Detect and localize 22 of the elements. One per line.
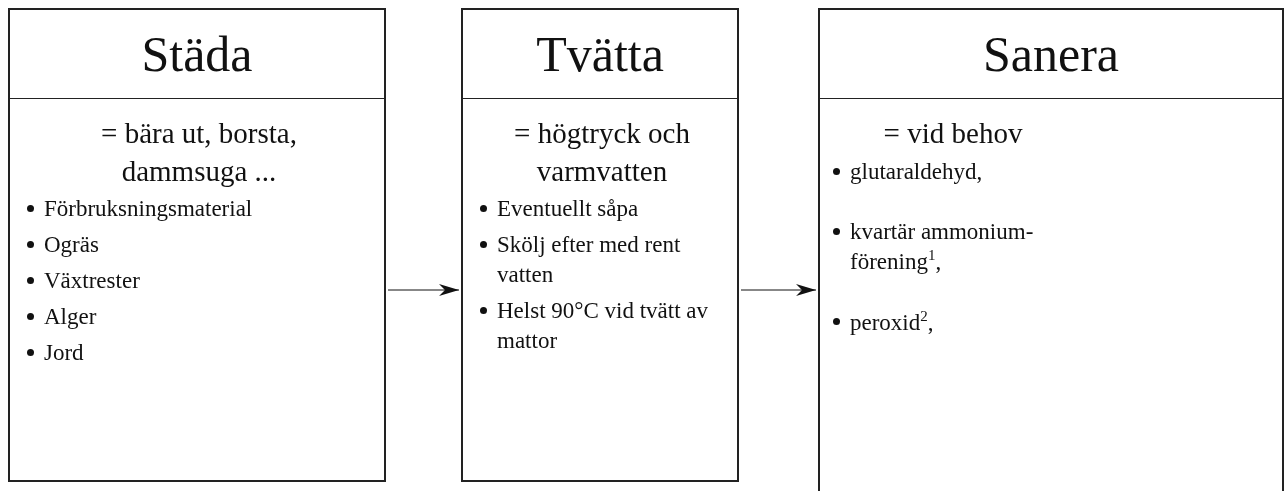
- step-title: Tvätta: [536, 25, 664, 83]
- bullet-item: Helst 90°C vid tvätt av mattor: [497, 297, 710, 355]
- bullet-item: Förbruksningsmaterial: [44, 195, 253, 224]
- bullet-item: Skölj efter med rent vatten: [497, 231, 682, 290]
- step-title: Städa: [141, 25, 253, 83]
- step-description: = bära ut, borsta, dammsuga ...: [100, 116, 298, 189]
- bullet-item: glutaraldehyd,: [850, 157, 983, 186]
- step-box: [818, 8, 1284, 491]
- bullet-item: Ogräs: [44, 231, 99, 260]
- bullet-item: Alger: [44, 303, 97, 332]
- bullet-item: kvartär ammonium-förening$^{1}$,: [850, 217, 1035, 277]
- step-description: = vid behov: [882, 116, 1024, 151]
- arrow: [740, 284, 817, 296]
- step-description: = högtryck och varmvatten: [513, 116, 691, 189]
- bullet-item: Eventuellt såpa: [497, 195, 639, 224]
- bullet-item: peroxid$^{2}$,: [850, 307, 934, 337]
- step-box: [461, 8, 739, 482]
- arrow: [387, 284, 460, 296]
- bullet-item: Jord: [44, 338, 84, 367]
- bullet-item: Växtrester: [44, 267, 140, 296]
- step-title: Sanera: [982, 25, 1119, 83]
- step-box: [8, 8, 386, 482]
